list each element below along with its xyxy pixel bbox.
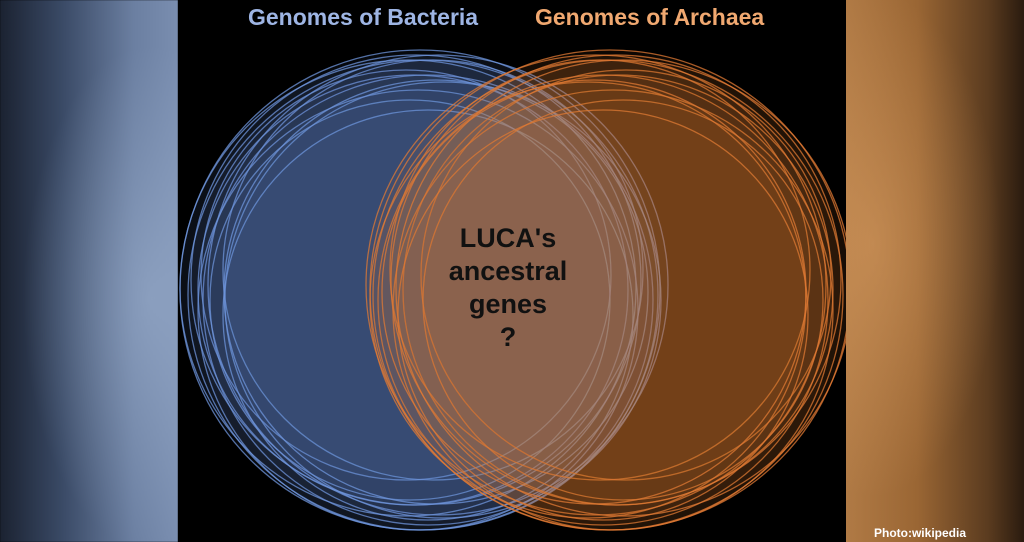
bacteria-circle-9 <box>190 54 642 506</box>
intersection-label: LUCA's ancestral genes ? <box>408 222 608 354</box>
venn-diagram: Genomes of Bacteria Genomes of Archaea L… <box>178 0 846 542</box>
archaea-title: Genomes of Archaea <box>535 4 765 30</box>
bacteria-circles <box>179 49 669 531</box>
bacteria-circle-3 <box>207 54 669 516</box>
bacteria-circle-10 <box>222 109 634 521</box>
archaea-circle-7 <box>422 99 824 501</box>
bacteria-circle-13 <box>179 59 637 517</box>
archaea-circles <box>365 49 846 531</box>
archaea-circle-11 <box>369 49 846 531</box>
archaea-circle-3 <box>365 54 827 516</box>
archaea-circle-9 <box>390 54 842 506</box>
intersection-line-3: genes <box>468 288 548 319</box>
blurred-background-left <box>0 0 178 542</box>
blurred-background-right <box>846 0 1024 542</box>
archaea-circle-2 <box>420 69 832 481</box>
bacteria-circle-12 <box>223 79 649 505</box>
intersection-line-4: ? <box>499 321 517 352</box>
photo-credit: Photo:wikipedia <box>873 526 966 540</box>
bacteria-circle-8 <box>224 81 662 519</box>
intersection-line-2: ancestral <box>448 255 568 286</box>
venn-svg <box>179 49 846 531</box>
bacteria-title: Genomes of Bacteria <box>248 4 479 30</box>
intersection-line-1: LUCA's <box>459 223 557 253</box>
bacteria-circle-7 <box>209 99 611 501</box>
archaea-circle-13 <box>395 59 846 517</box>
archaea-circle-1 <box>377 74 829 526</box>
archaea-circle-12 <box>381 79 807 505</box>
